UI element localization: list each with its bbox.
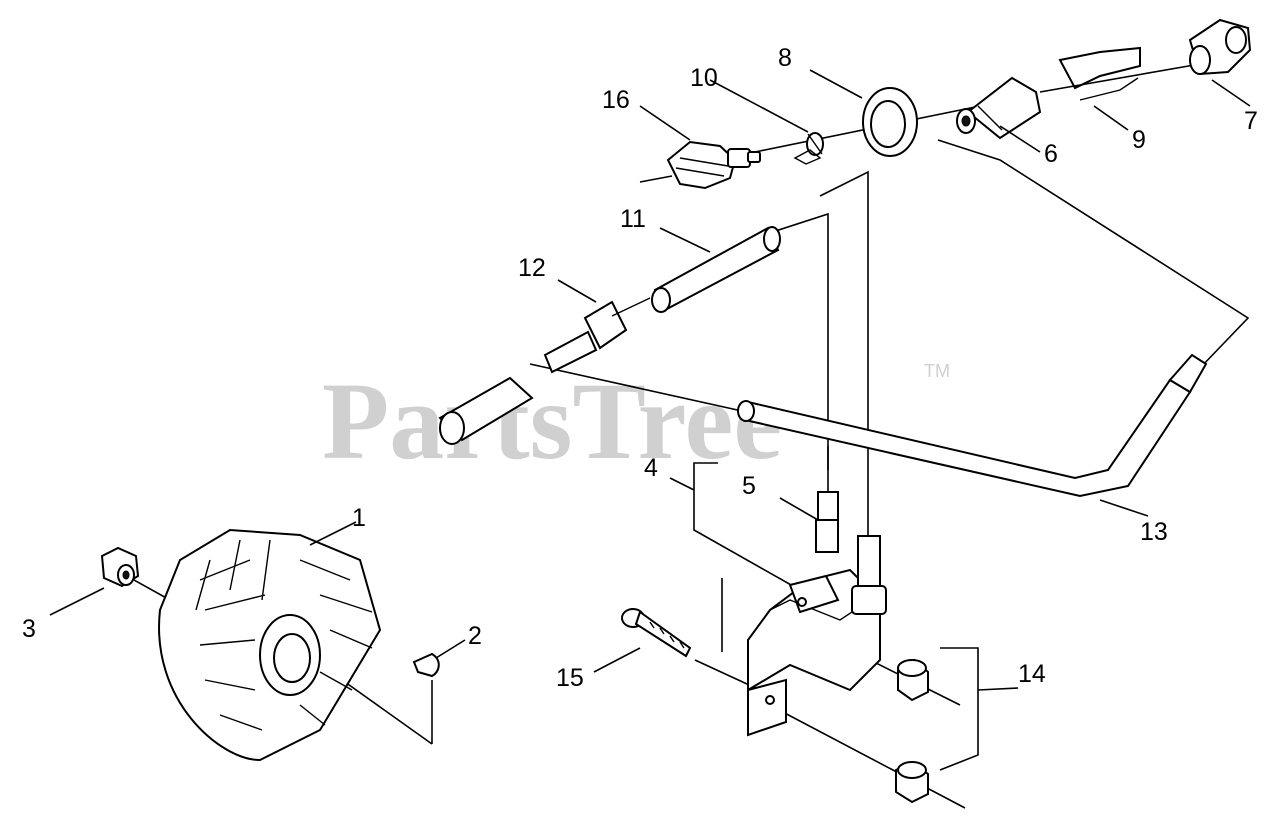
terminal-clip-part[interactable] (1039, 46, 1201, 101)
callout-4[interactable]: 4 (644, 454, 658, 482)
callout-14[interactable]: 14 (1018, 660, 1046, 688)
ignition-coil-part[interactable] (747, 535, 887, 737)
callout-9[interactable]: 9 (1132, 126, 1146, 154)
spark-plug-boot-part[interactable] (438, 297, 651, 445)
callout-leaders (49, 69, 1251, 691)
callout-10[interactable]: 10 (690, 64, 718, 92)
callout-5[interactable]: 5 (742, 472, 756, 500)
spacer-part-upper[interactable] (897, 658, 929, 702)
watermark-trademark: TM (924, 361, 950, 381)
callout-7[interactable]: 7 (1244, 107, 1258, 135)
connector-boot-part[interactable] (956, 76, 1042, 140)
tube-sleeve-part[interactable] (651, 226, 781, 313)
callout-3[interactable]: 3 (22, 615, 36, 643)
callout-labels: 1 2 3 4 5 6 7 8 9 10 11 12 13 14 15 16 (22, 44, 1258, 692)
flywheel-key-part[interactable] (412, 652, 440, 678)
callout-11[interactable]: 11 (620, 205, 646, 233)
callout-15[interactable]: 15 (556, 664, 584, 692)
assembly-lines (124, 104, 1250, 809)
callout-1[interactable]: 1 (352, 504, 366, 532)
callout-8[interactable]: 8 (778, 44, 792, 72)
callout-16[interactable]: 16 (602, 86, 630, 114)
watermark-text: PartsTree (322, 360, 782, 482)
grommet-ring-part[interactable] (862, 87, 918, 157)
flywheel-part[interactable] (158, 528, 382, 762)
wire-connector-part[interactable] (815, 446, 839, 553)
flywheel-nut-part[interactable] (100, 546, 140, 588)
screw-part[interactable] (621, 608, 692, 658)
callout-2[interactable]: 2 (468, 622, 482, 650)
callout-6[interactable]: 6 (1044, 140, 1058, 168)
spring-clip-part[interactable] (793, 132, 824, 165)
end-cap-part[interactable] (1188, 18, 1252, 76)
callout-13[interactable]: 13 (1140, 518, 1168, 546)
callout-12[interactable]: 12 (518, 254, 546, 282)
bent-tube-part[interactable] (737, 353, 1208, 498)
spark-plug-part[interactable] (639, 140, 761, 190)
spacer-part-lower[interactable] (895, 760, 929, 804)
